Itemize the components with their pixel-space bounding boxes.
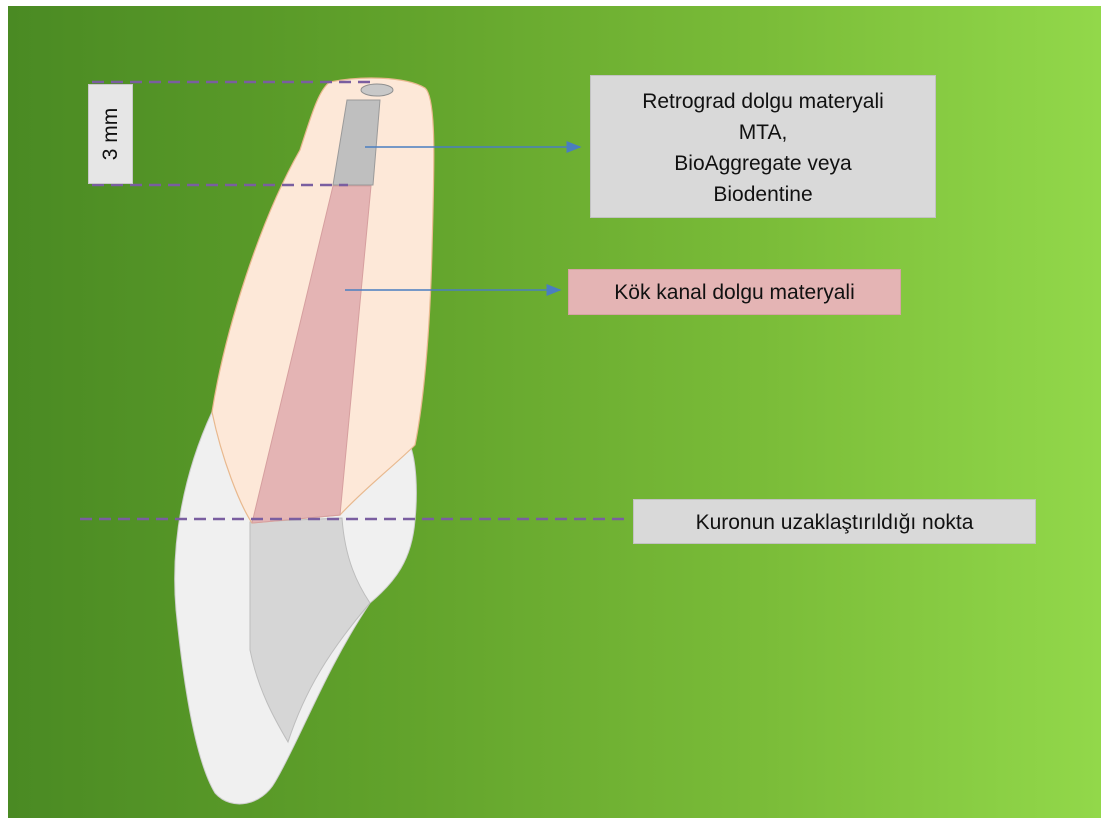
retrograde-line-4: Biodentine <box>591 179 935 210</box>
crown-removal-label: Kuronun uzaklaştırıldığı nokta <box>696 511 974 534</box>
retrograde-line-3: BioAggregate veya <box>591 148 935 179</box>
root-canal-label: Kök kanal dolgu materyali <box>614 281 854 304</box>
retrograde-filling-label-box: Retrograd dolgu materyali MTA, BioAggreg… <box>590 75 936 218</box>
crown-removal-label-box: Kuronun uzaklaştırıldığı nokta <box>633 499 1036 544</box>
measurement-label-box: 3 mm <box>88 84 133 184</box>
apex-opening <box>361 84 393 96</box>
root-canal-label-box: Kök kanal dolgu materyali <box>568 269 901 315</box>
measurement-label: 3 mm <box>99 108 123 161</box>
retrograde-line-2: MTA, <box>591 117 935 148</box>
retrograde-line-1: Retrograd dolgu materyali <box>591 86 935 117</box>
